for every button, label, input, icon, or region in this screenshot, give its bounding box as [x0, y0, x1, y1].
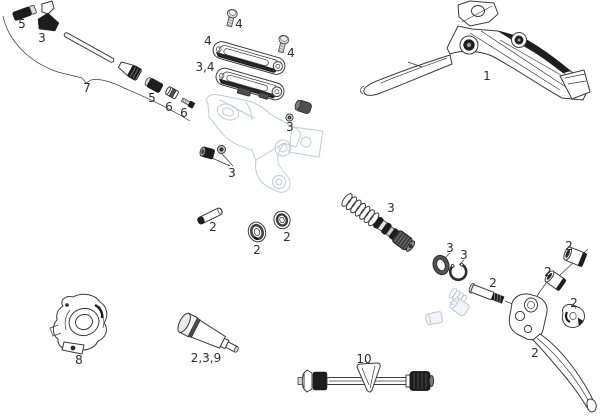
label-3-4-clamp-plate: 3,4 — [195, 60, 214, 74]
label-6-barrel: 6 — [165, 100, 173, 114]
ghost-lever-body — [206, 94, 324, 193]
set-screws — [199, 145, 226, 160]
pivot-pin — [197, 207, 223, 225]
compression-olive — [144, 77, 164, 93]
ghost-reach-adjust-parts — [425, 287, 470, 326]
callout-brace-7 — [2, 15, 191, 122]
label-4-cover-plate: 4 — [204, 34, 212, 48]
blade-pin — [468, 283, 505, 304]
snap-ring — [448, 262, 468, 282]
barrel-nut-upper — [563, 246, 587, 267]
hose-clamp — [37, 0, 60, 32]
compression-barrel — [165, 86, 179, 100]
label-2-3-9-pusher: 2,3,9 — [191, 351, 222, 365]
barrel-nut-lower — [544, 270, 567, 291]
piston-pusher — [177, 312, 239, 353]
label-2-barrel-lower: 2 — [544, 265, 552, 279]
brake-lever-assembly — [360, 0, 591, 101]
label-2-grommet: 2 — [253, 243, 261, 257]
label-3-hose-clamp: 3 — [38, 31, 46, 45]
label-2-blade-pin: 2 — [489, 276, 497, 290]
label-2-lever-blade: 2 — [531, 346, 539, 360]
clamp-plate — [215, 67, 285, 101]
label-2-pivot-pin: 2 — [209, 220, 217, 234]
label-2-cam-insert: 2 — [570, 296, 578, 310]
label-3-o-ring: 3 — [446, 241, 454, 255]
label-2-washer: 2 — [283, 230, 291, 244]
hose-sleeve — [12, 4, 37, 21]
part-number-labels: 5 3 7 5 6 6 4 4 4 3,4 3 1 3 2 2 2 3 3 3 … — [18, 17, 578, 367]
label-1-lever-assembly: 1 — [483, 69, 491, 83]
label-2-barrel-upper: 2 — [565, 239, 573, 253]
piston-spring-assembly — [341, 193, 416, 252]
label-5-hose-sleeve: 5 — [18, 17, 26, 31]
lever-cover-plate — [212, 41, 286, 75]
cover-screw-top — [226, 8, 238, 28]
label-4-screw-top: 4 — [235, 17, 243, 31]
handlebar-clamp — [49, 293, 108, 355]
bleed-port-nut — [285, 113, 294, 122]
label-3-piston-spring: 3 — [387, 201, 395, 215]
cam-insert — [561, 304, 585, 328]
hose-fitting — [117, 61, 142, 81]
hose-tube — [63, 32, 115, 63]
cover-screw-side — [277, 34, 290, 54]
label-10-thru-axle: 10 — [356, 352, 371, 366]
thru-axle — [297, 362, 435, 393]
o-ring — [432, 254, 450, 276]
washer-seal — [273, 210, 291, 230]
label-3-set-screws: 3 — [228, 166, 236, 180]
label-8-handlebar-clamp: 8 — [75, 353, 83, 367]
label-3-bleed-nut: 3 — [286, 120, 294, 134]
label-6-barb: 6 — [180, 106, 188, 120]
lever-blade — [508, 293, 597, 413]
grommet-seal — [247, 221, 267, 243]
bleed-boot — [294, 99, 312, 114]
label-7-hose-assembly: 7 — [83, 81, 91, 95]
label-3-snap-ring: 3 — [460, 248, 468, 262]
hose-barb-screw — [180, 97, 195, 109]
label-5-olive: 5 — [148, 91, 156, 105]
label-4-screw-side: 4 — [287, 46, 295, 60]
